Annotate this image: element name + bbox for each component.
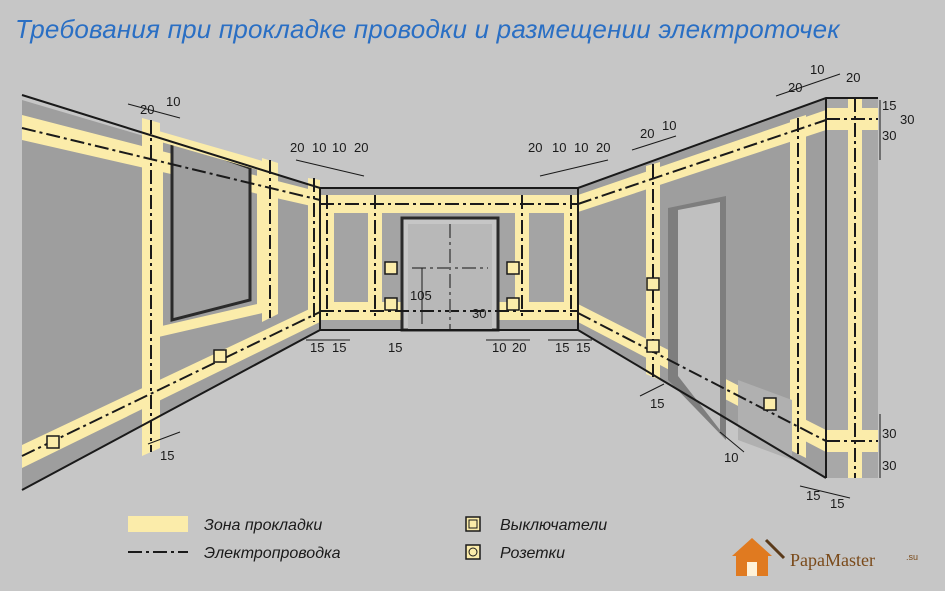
legend-zone-swatch [128, 516, 188, 532]
switch-icon [465, 516, 481, 532]
svg-text:10: 10 [312, 140, 326, 155]
svg-text:20: 20 [788, 80, 802, 95]
svg-text:15: 15 [332, 340, 346, 355]
socket-icon [46, 435, 60, 449]
socket-icon [384, 297, 398, 311]
brand-suffix: .su [906, 552, 918, 562]
svg-text:15: 15 [160, 448, 174, 463]
socket-icon [646, 339, 660, 353]
house-logo-icon [732, 538, 786, 576]
svg-text:20: 20 [596, 140, 610, 155]
wall-edges [21, 94, 878, 491]
legend-switch-label: Выключатели [500, 517, 607, 534]
legend-zone-label: Зона прокладки [204, 517, 322, 534]
svg-text:15: 15 [882, 98, 896, 113]
svg-text:20: 20 [512, 340, 526, 355]
switch-icon [384, 261, 398, 275]
svg-text:30: 30 [882, 458, 896, 473]
svg-text:10: 10 [724, 450, 738, 465]
svg-text:15: 15 [310, 340, 324, 355]
switch-icon [646, 277, 660, 291]
socket-icon [763, 397, 777, 411]
wiring-lines [21, 98, 878, 478]
svg-text:10: 10 [552, 140, 566, 155]
svg-text:10: 10 [166, 94, 180, 109]
svg-text:15: 15 [555, 340, 569, 355]
sockets [46, 297, 777, 449]
svg-text:105: 105 [410, 288, 432, 303]
legend: Зона прокладки Электропроводка Выключате… [128, 516, 607, 562]
socket-icon [465, 544, 481, 560]
svg-text:15: 15 [650, 396, 664, 411]
end-wall-opening [738, 380, 792, 460]
svg-text:20: 20 [354, 140, 368, 155]
svg-text:15: 15 [806, 488, 820, 503]
svg-text:10: 10 [492, 340, 506, 355]
svg-text:10: 10 [662, 118, 676, 133]
svg-text:10: 10 [810, 62, 824, 77]
svg-text:30: 30 [472, 306, 486, 321]
dimension-labels: 20 10 20 10 10 20 20 10 10 20 20 10 10 2… [140, 62, 914, 511]
laying-zones [22, 98, 878, 478]
dimension-ticks [127, 73, 881, 499]
legend-wire-label: Электропроводка [204, 545, 341, 562]
svg-text:30: 30 [882, 426, 896, 441]
svg-text:20: 20 [290, 140, 304, 155]
right-door [668, 196, 726, 440]
brand-name: PapaMaster [790, 550, 875, 570]
svg-text:20: 20 [528, 140, 542, 155]
svg-text:30: 30 [900, 112, 914, 127]
switch-icon [506, 261, 520, 275]
brand-logo: PapaMaster .su [732, 538, 918, 576]
svg-text:15: 15 [388, 340, 402, 355]
socket-icon [213, 349, 227, 363]
svg-text:10: 10 [332, 140, 346, 155]
svg-text:10: 10 [574, 140, 588, 155]
svg-text:20: 20 [640, 126, 654, 141]
page-title: Требования при прокладке проводки и разм… [15, 14, 840, 44]
switches [384, 261, 660, 291]
socket-icon [506, 297, 520, 311]
svg-text:20: 20 [846, 70, 860, 85]
svg-text:15: 15 [576, 340, 590, 355]
svg-text:15: 15 [830, 496, 844, 511]
legend-socket-label: Розетки [500, 545, 565, 562]
svg-text:30: 30 [882, 128, 896, 143]
